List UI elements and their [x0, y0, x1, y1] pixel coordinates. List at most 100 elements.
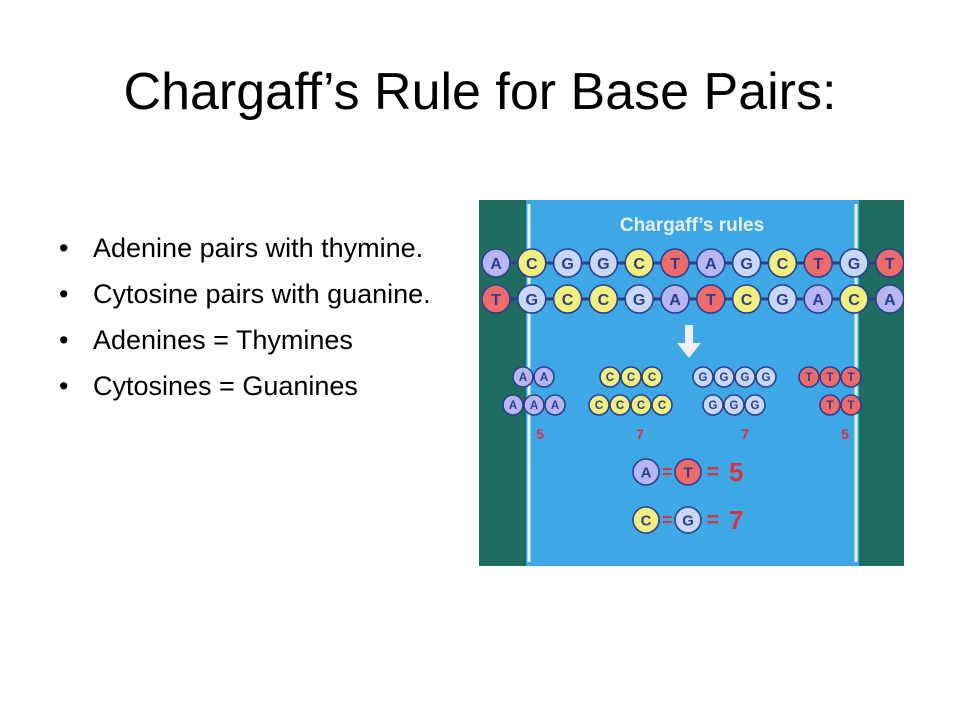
bullet-dot: • — [59, 279, 69, 309]
svg-text:T: T — [805, 372, 812, 384]
svg-text:T: T — [706, 291, 716, 309]
bullet-dot: • — [59, 371, 69, 401]
svg-text:C: C — [777, 255, 789, 273]
svg-text:C: C — [633, 255, 645, 273]
svg-text:C: C — [848, 291, 860, 309]
base-c: C — [641, 366, 663, 388]
base-a: A — [660, 284, 690, 314]
down-arrow-icon — [677, 325, 701, 358]
base-t: T — [674, 458, 702, 486]
bullet-text: Cytosine pairs with guanine. — [93, 279, 431, 309]
base-g: G — [674, 506, 702, 534]
bullet-text: Cytosines = Guanines — [93, 371, 358, 401]
pair-count: 7 — [729, 505, 743, 535]
base-a: A — [803, 284, 834, 314]
equals-sign: = — [662, 510, 673, 530]
base-t: T — [840, 394, 862, 416]
svg-text:T: T — [670, 255, 680, 273]
base-g: G — [839, 248, 869, 278]
base-c: C — [632, 506, 660, 534]
bullet-dot: • — [59, 325, 69, 355]
svg-text:A: A — [551, 400, 559, 412]
pair-count: 5 — [729, 457, 743, 487]
svg-text:A: A — [530, 400, 538, 412]
base-c: C — [767, 248, 798, 278]
svg-text:T: T — [885, 255, 895, 273]
base-t: T — [875, 248, 904, 278]
base-g: G — [767, 284, 798, 314]
svg-text:G: G — [633, 291, 646, 309]
svg-text:G: G — [741, 372, 750, 384]
base-c: C — [839, 284, 869, 314]
svg-text:G: G — [730, 400, 739, 412]
base-g: G — [702, 394, 724, 416]
base-g: G — [731, 248, 762, 278]
base-t: T — [660, 248, 690, 278]
svg-text:C: C — [641, 512, 652, 529]
base-g: G — [692, 366, 714, 388]
equals-sign: = — [662, 462, 673, 482]
base-a: A — [481, 248, 511, 278]
svg-text:T: T — [683, 464, 692, 481]
svg-text:G: G — [751, 400, 760, 412]
svg-text:C: C — [606, 372, 614, 384]
bullet-item: • Cytosine pairs with guanine. — [55, 278, 465, 310]
base-t: T — [696, 284, 726, 314]
bullet-item: • Cytosines = Guanines — [55, 370, 465, 402]
svg-text:A: A — [490, 255, 502, 273]
base-c: C — [516, 248, 547, 278]
svg-text:G: G — [776, 291, 789, 309]
pair-row: A = T = 5 — [632, 457, 743, 487]
svg-text:C: C — [648, 372, 656, 384]
base-a: A — [533, 366, 555, 388]
base-g: G — [744, 394, 766, 416]
base-c: C — [552, 284, 583, 314]
svg-text:G: G — [526, 291, 539, 309]
group-count: 7 — [636, 426, 644, 442]
base-c: C — [630, 394, 652, 416]
bullet-dot: • — [59, 233, 69, 263]
svg-text:A: A — [540, 372, 548, 384]
svg-text:T: T — [826, 400, 833, 412]
base-c: C — [624, 248, 654, 278]
svg-text:A: A — [669, 291, 681, 309]
base-g: G — [588, 248, 619, 278]
base-g: G — [713, 366, 735, 388]
base-t: T — [481, 284, 511, 314]
bullet-text: Adenine pairs with thymine. — [93, 233, 424, 263]
svg-text:C: C — [526, 255, 538, 273]
base-t: T — [798, 366, 820, 388]
equals-sign: = — [707, 507, 720, 532]
svg-text:T: T — [847, 372, 854, 384]
base-a: A — [696, 248, 726, 278]
svg-text:T: T — [847, 400, 854, 412]
svg-text:C: C — [616, 400, 624, 412]
base-c: C — [609, 394, 631, 416]
base-a: A — [632, 458, 660, 486]
group-count: 7 — [741, 426, 749, 442]
base-a: A — [875, 284, 904, 314]
base-t: T — [840, 366, 862, 388]
svg-text:G: G — [682, 512, 694, 529]
group-count: 5 — [536, 426, 544, 442]
base-g: G — [552, 248, 583, 278]
svg-text:G: G — [720, 372, 729, 384]
equals-sign: = — [707, 459, 720, 484]
base-t: T — [803, 248, 834, 278]
svg-text:C: C — [627, 372, 635, 384]
base-c: C — [588, 284, 619, 314]
pair-equations: A = T = 5C = G = 7 — [632, 457, 743, 535]
svg-text:T: T — [813, 255, 823, 273]
svg-text:G: G — [597, 255, 610, 273]
base-c: C — [731, 284, 762, 314]
slide-title: Chargaff’s Rule for Base Pairs: — [123, 63, 837, 121]
base-a: A — [523, 394, 545, 416]
svg-text:T: T — [826, 372, 833, 384]
bullet-item: •Adenines = Thymines — [55, 324, 465, 356]
svg-text:C: C — [741, 291, 753, 309]
svg-text:A: A — [641, 464, 652, 481]
base-g: G — [755, 366, 777, 388]
svg-text:A: A — [705, 255, 717, 273]
